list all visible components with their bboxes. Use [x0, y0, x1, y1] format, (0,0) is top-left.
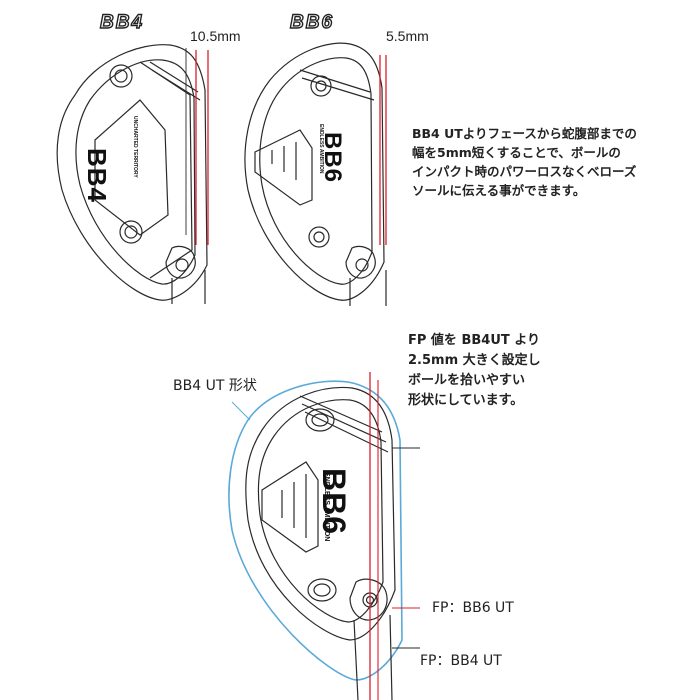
- bb4-head-subtext: UNCHARTED TERRITORY: [132, 116, 138, 178]
- description-1-line-4: ソールに伝える事ができます。: [412, 183, 586, 198]
- fp-marker-lines: [369, 372, 420, 700]
- bottom-head-subtext: ENDLESS AMBITION: [323, 472, 330, 542]
- bb4-head-logo-text: BB4: [82, 148, 112, 204]
- description-1-line-2: 幅を5mm短くすることで、ボールの: [412, 145, 621, 160]
- bb4-dimension-lines: [185, 48, 209, 245]
- bb6-dimension-label: 5.5mm: [386, 28, 429, 44]
- bb6-model-logo: BB6: [289, 11, 335, 33]
- bb4-ut-outline: [228, 380, 403, 681]
- bb4-model-logo: BB4: [99, 11, 145, 33]
- description-2-line-3: ボールを拾いやすい: [408, 373, 526, 388]
- outline-leader-line: [231, 401, 251, 421]
- bb4-head-text: BB4: [81, 148, 112, 203]
- bottom-head-logo-text: BB6: [316, 468, 352, 536]
- fp-bb4-ut-label: FP：BB4 UT: [420, 653, 502, 669]
- description-fp-value: FP 値を BB4UT より 2.5mm 大きく設定し ボールを拾いやすい 形状…: [408, 331, 541, 411]
- bb4-ut-outline-label: BB4 UT 形状: [173, 378, 257, 394]
- bb4-head-drawing: [56, 44, 208, 304]
- bb6-head-subtext: ENDLESS AMBITION: [318, 124, 324, 174]
- bb4-dimension-label: 10.5mm: [190, 28, 241, 44]
- description-bellows-width: BB4 UTよりフェースから蛇腹部までの 幅を5mm短くすることで、ボールの イ…: [412, 124, 637, 200]
- description-1-line-3: インパクト時のパワーロスなくベローズ: [412, 164, 637, 179]
- description-2-line-1: FP 値を BB4UT より: [408, 333, 541, 348]
- bb6-dimension-lines: [379, 55, 387, 245]
- fp-bb6-ut-label: FP：BB6 UT: [432, 600, 514, 616]
- bb6-ut-head-drawing: [245, 386, 396, 700]
- description-2-line-2: 2.5mm 大きく設定し: [408, 353, 541, 368]
- description-2-line-4: 形状にしています。: [408, 393, 524, 408]
- bottom-head-text: BB6: [315, 468, 352, 535]
- description-1-line-1: BB4 UTよりフェースから蛇腹部までの: [412, 126, 637, 141]
- bb6-head-drawing: [244, 42, 387, 306]
